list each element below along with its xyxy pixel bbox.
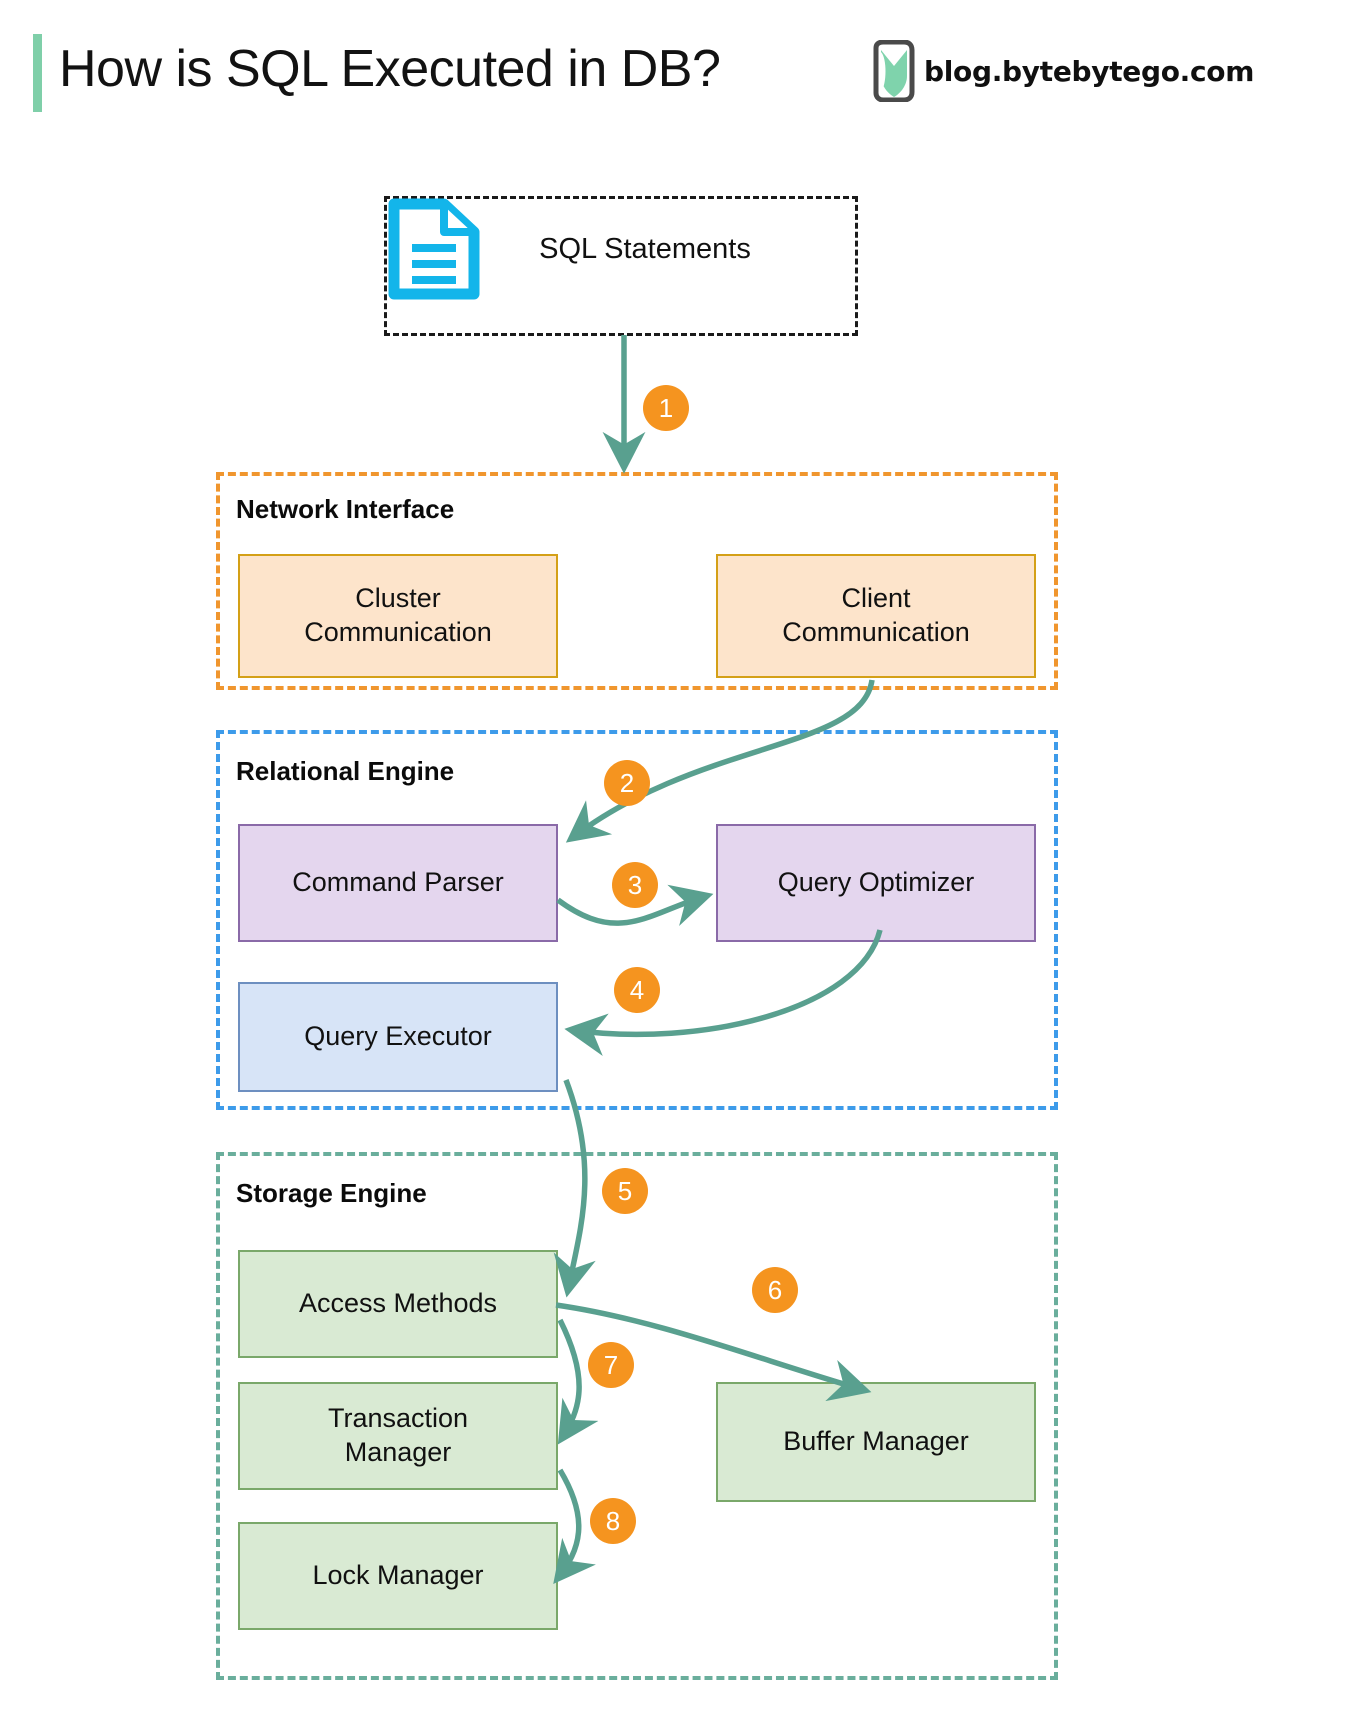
step-badge-1: 1 — [643, 385, 689, 431]
relational-engine-label: Relational Engine — [236, 756, 455, 786]
node-access-methods[interactable]: Access Methods — [238, 1250, 558, 1358]
step-badge-2: 2 — [604, 760, 650, 806]
document-icon — [388, 198, 480, 300]
transaction-manager-line2: Manager — [344, 1437, 452, 1467]
page-header: How is SQL Executed in DB? blog.bytebyte… — [0, 0, 1358, 130]
sql-statements-label: SQL Statements — [539, 232, 751, 265]
network-interface-label: Network Interface — [236, 494, 455, 524]
node-client-communication[interactable]: Client Communication — [716, 554, 1036, 678]
node-query-executor[interactable]: Query Executor — [238, 982, 558, 1092]
client-communication-line1: Client — [841, 583, 911, 614]
node-lock-manager[interactable]: Lock Manager — [238, 1522, 558, 1630]
node-query-optimizer[interactable]: Query Optimizer — [716, 824, 1036, 942]
node-command-parser[interactable]: Command Parser — [238, 824, 558, 942]
step-badge-4: 4 — [614, 967, 660, 1013]
step-badge-3: 3 — [612, 862, 658, 908]
transaction-manager-line1: Transaction — [327, 1403, 469, 1434]
node-buffer-manager[interactable]: Buffer Manager — [716, 1382, 1036, 1502]
step-badge-8: 8 — [590, 1498, 636, 1544]
step-badge-5: 5 — [602, 1168, 648, 1214]
brand-url: blog.bytebytego.com — [924, 54, 1255, 88]
step-badge-6: 6 — [752, 1267, 798, 1313]
page-title: How is SQL Executed in DB? — [59, 40, 721, 98]
node-cluster-communication[interactable]: Cluster Communication — [238, 554, 558, 678]
node-transaction-manager[interactable]: Transaction Manager — [238, 1382, 558, 1490]
bytebytego-logo-icon — [873, 40, 915, 102]
storage-engine-label: Storage Engine — [236, 1178, 427, 1208]
title-accent-bar — [33, 34, 42, 112]
sql-statements-group — [384, 196, 858, 336]
client-communication-line2: Communication — [782, 617, 970, 647]
step-badge-7: 7 — [588, 1342, 634, 1388]
storage-engine-zone — [216, 1152, 1058, 1680]
cluster-communication-line2: Communication — [304, 617, 492, 647]
brand: blog.bytebytego.com — [870, 38, 1254, 104]
cluster-communication-line1: Cluster — [355, 583, 441, 614]
